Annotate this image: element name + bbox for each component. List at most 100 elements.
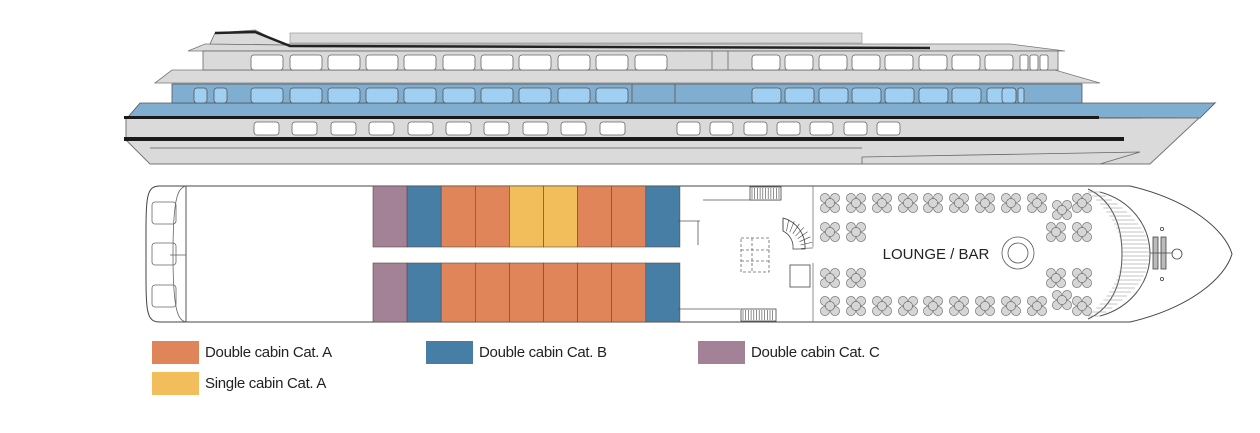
window	[1030, 55, 1038, 70]
window	[819, 88, 848, 103]
seat	[825, 198, 834, 207]
cabin-double-a	[612, 186, 646, 247]
window	[519, 55, 551, 70]
deck-plan: LOUNGE / BAR	[146, 186, 1232, 322]
porthole	[446, 122, 471, 135]
porthole	[844, 122, 867, 135]
seat	[1077, 301, 1086, 310]
window	[752, 55, 780, 70]
seat	[877, 198, 886, 207]
window	[404, 55, 436, 70]
seat	[825, 301, 834, 310]
legend-swatch-double-a	[152, 341, 199, 364]
bar-counter-inner	[1008, 243, 1028, 263]
stairs-bottom	[741, 309, 776, 321]
window	[519, 88, 551, 103]
legend-swatch-double-b	[426, 341, 473, 364]
seat	[980, 198, 989, 207]
seat	[825, 273, 834, 282]
cabin-double-c	[373, 186, 407, 247]
blue-deck-band	[128, 103, 1215, 118]
seat	[928, 301, 937, 310]
window	[852, 55, 880, 70]
window	[404, 88, 436, 103]
cabin-single-a	[509, 186, 543, 247]
cabin-single-a	[544, 186, 578, 247]
porthole	[523, 122, 548, 135]
seat	[954, 198, 963, 207]
cabin-double-b	[646, 263, 680, 322]
seat	[903, 198, 912, 207]
stairs-top	[750, 187, 781, 200]
porthole	[810, 122, 833, 135]
cabin-double-a	[441, 186, 475, 247]
cabin-double-b	[407, 263, 441, 322]
seat	[851, 227, 860, 236]
legend-swatch-double-c	[698, 341, 745, 364]
window	[251, 55, 283, 70]
legend-item-single-a: Single cabin Cat. A	[152, 372, 326, 395]
porthole	[600, 122, 625, 135]
seat	[851, 301, 860, 310]
window	[952, 88, 981, 103]
seat	[825, 227, 834, 236]
window	[885, 88, 914, 103]
window	[290, 88, 322, 103]
porthole	[369, 122, 394, 135]
window	[214, 88, 227, 103]
rail-lower	[124, 137, 1124, 141]
cabin-double-a	[475, 263, 509, 322]
porthole	[408, 122, 433, 135]
seat	[1051, 227, 1060, 236]
window	[785, 88, 814, 103]
porthole	[254, 122, 279, 135]
porthole	[292, 122, 317, 135]
porthole	[877, 122, 900, 135]
window	[819, 55, 847, 70]
seat	[1077, 198, 1086, 207]
window	[952, 55, 980, 70]
middle-deck-roof	[155, 70, 1100, 83]
window	[919, 55, 947, 70]
legend-label: Double cabin Cat. C	[751, 344, 880, 361]
seat	[1032, 301, 1041, 310]
window	[443, 88, 475, 103]
window	[1018, 88, 1024, 103]
seat	[903, 301, 912, 310]
ship-side-profile	[124, 30, 1215, 164]
cabin-double-a	[509, 263, 543, 322]
cabin-double-a	[578, 263, 612, 322]
window	[1002, 88, 1016, 103]
window	[1020, 55, 1028, 70]
seat	[1006, 301, 1015, 310]
porthole	[777, 122, 800, 135]
cabin-double-b	[646, 186, 680, 247]
seat	[928, 198, 937, 207]
porthole	[484, 122, 509, 135]
window	[481, 88, 513, 103]
seat	[1057, 295, 1066, 304]
window	[885, 55, 913, 70]
seat	[851, 198, 860, 207]
seat	[1006, 198, 1015, 207]
seat	[877, 301, 886, 310]
seat	[1077, 227, 1086, 236]
window	[290, 55, 322, 70]
window	[985, 55, 1013, 70]
cabin-double-a	[441, 263, 475, 322]
window	[596, 55, 628, 70]
legend-label: Double cabin Cat. A	[205, 344, 332, 361]
porthole	[710, 122, 733, 135]
seat	[1077, 273, 1086, 282]
elevator	[790, 265, 810, 287]
window	[752, 88, 781, 103]
cabin-double-b	[407, 186, 441, 247]
legend-label: Double cabin Cat. B	[479, 344, 607, 361]
legend-swatch-single-a	[152, 372, 199, 395]
window	[919, 88, 948, 103]
lounge-bar-label: LOUNGE / BAR	[883, 246, 990, 263]
window	[852, 88, 881, 103]
porthole	[561, 122, 586, 135]
window	[785, 55, 813, 70]
